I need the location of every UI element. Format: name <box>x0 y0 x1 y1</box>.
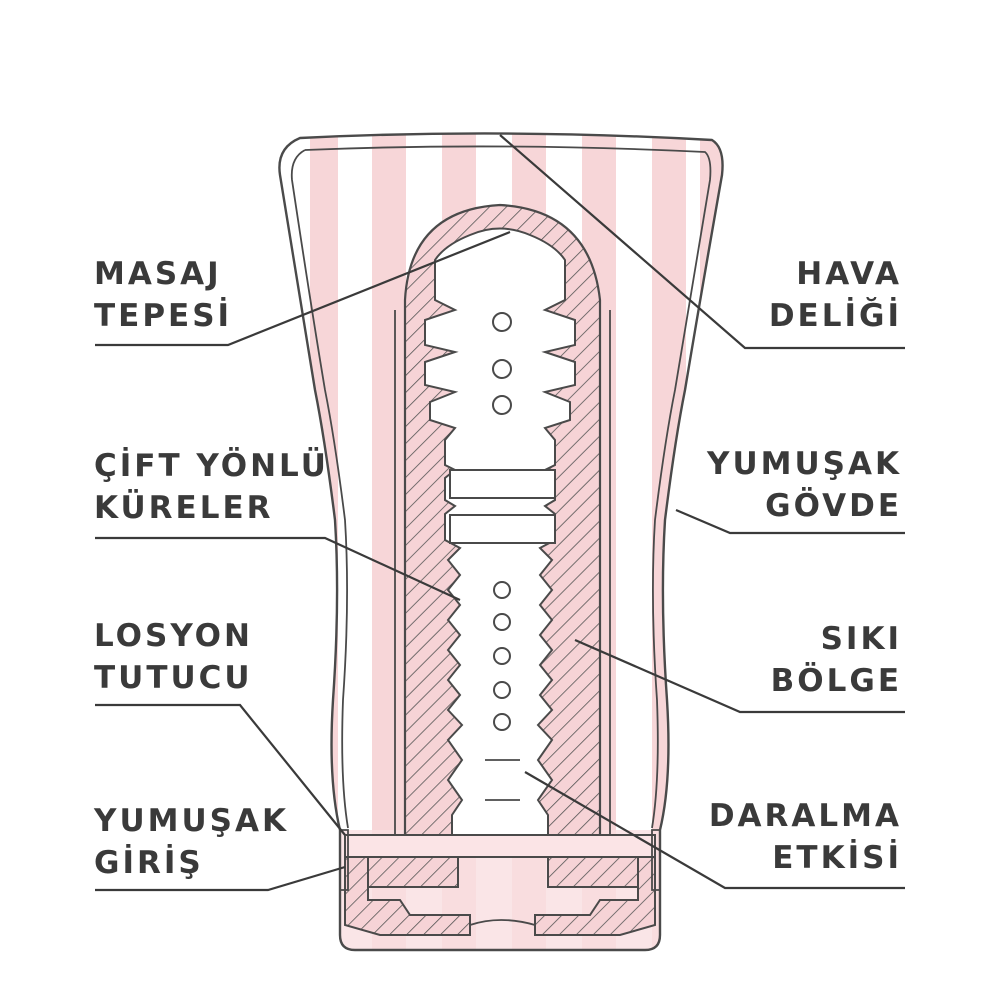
leader-lines <box>95 134 905 892</box>
leader-lotion-holder <box>95 703 346 836</box>
label-dual-spheres-line1: ÇİFT YÖNLÜ <box>94 448 329 484</box>
label-soft-body-line2: GÖVDE <box>765 488 902 524</box>
leader-air-hole <box>499 134 905 350</box>
label-soft-entry-line1: YUMUŞAK <box>94 803 289 839</box>
label-lotion-holder-line1: LOSYON <box>94 618 253 654</box>
inner-sleeve <box>394 203 611 842</box>
sphere-dots <box>492 312 512 731</box>
label-soft-body: YUMUŞAK GÖVDE <box>707 449 902 522</box>
leader-dual-spheres <box>95 536 461 601</box>
label-massage-top: MASAJ TEPESİ <box>94 259 232 332</box>
cup-inner-outline <box>304 145 712 829</box>
label-lotion-holder-line2: TUTUCU <box>94 660 253 696</box>
label-massage-top-line1: MASAJ <box>94 256 222 292</box>
label-tight-zone-line1: SIKI <box>820 621 902 657</box>
leader-soft-body <box>675 508 905 535</box>
label-soft-body-line1: YUMUŞAK <box>707 446 902 482</box>
label-dual-spheres: ÇİFT YÖNLÜ KÜRELER <box>94 451 329 524</box>
label-constriction: DARALMA ETKİSİ <box>709 801 902 874</box>
label-constriction-line1: DARALMA <box>708 798 902 834</box>
label-soft-entry: YUMUŞAK GİRİŞ <box>94 806 289 879</box>
label-constriction-line2: ETKİSİ <box>772 840 902 876</box>
base-assembly <box>340 829 660 936</box>
label-lotion-holder: LOSYON TUTUCU <box>94 621 253 694</box>
label-tight-zone: SIKI BÖLGE <box>771 624 902 697</box>
label-tight-zone-line2: BÖLGE <box>770 663 902 699</box>
leader-constriction <box>524 771 905 890</box>
leader-massage-top <box>95 230 511 347</box>
leader-tight-zone <box>574 638 905 714</box>
label-air-hole-line2: DELİĞİ <box>768 298 902 334</box>
label-air-hole-line1: HAVA <box>796 256 902 292</box>
label-dual-spheres-line2: KÜRELER <box>94 490 274 526</box>
leader-soft-entry <box>95 865 346 892</box>
label-soft-entry-line2: GİRİŞ <box>94 845 204 881</box>
label-air-hole: HAVA DELİĞİ <box>769 259 902 332</box>
label-massage-top-line2: TEPESİ <box>94 298 233 334</box>
